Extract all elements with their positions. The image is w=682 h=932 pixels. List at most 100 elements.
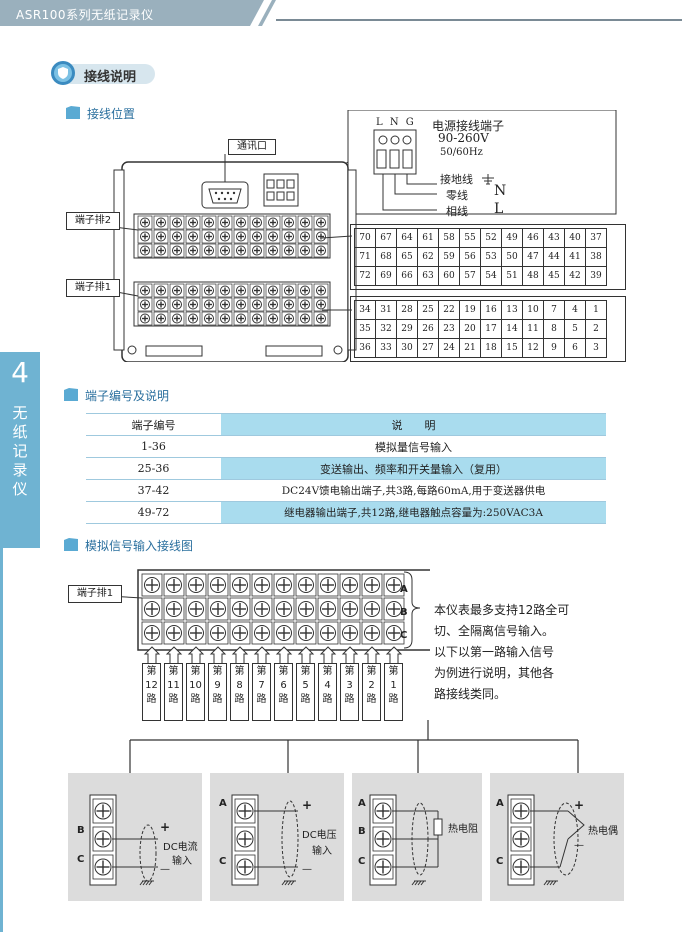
panel4-label1: 热电偶 bbox=[588, 826, 618, 837]
screw-terminal bbox=[316, 245, 326, 256]
header-terminal-id: 端子编号 bbox=[86, 413, 221, 436]
screw-terminal bbox=[144, 577, 160, 593]
panel2-plus: + bbox=[302, 798, 313, 812]
terminal-number: 23 bbox=[438, 319, 460, 339]
panel4-minus: — bbox=[574, 840, 584, 851]
terminal-id: 1-36 bbox=[86, 435, 221, 458]
terminal-number: 52 bbox=[480, 228, 502, 248]
terminal-desc: 变送输出、频率和开关量输入（复用） bbox=[221, 457, 606, 480]
screw-terminal bbox=[320, 601, 336, 617]
section-shield-icon bbox=[51, 61, 155, 85]
screw-terminal bbox=[268, 231, 278, 242]
terminal-number: 25 bbox=[417, 300, 439, 320]
terminal-number: 48 bbox=[522, 266, 544, 286]
terminal-number: 11 bbox=[522, 319, 544, 339]
screw-terminal bbox=[298, 625, 314, 641]
terminal-number: 71 bbox=[354, 247, 376, 267]
terminal-number: 1 bbox=[585, 300, 607, 320]
screw-terminal bbox=[236, 858, 254, 876]
terminal-number: 28 bbox=[396, 300, 418, 320]
screw-terminal bbox=[276, 625, 292, 641]
screw-terminal bbox=[252, 299, 262, 310]
up-arrow-icon bbox=[275, 646, 293, 664]
screw-terminal bbox=[144, 625, 160, 641]
screw-terminal bbox=[364, 601, 380, 617]
screw-terminal bbox=[374, 830, 392, 848]
panel2-minus: — bbox=[302, 864, 312, 875]
screw-terminal bbox=[298, 601, 314, 617]
folder-icon bbox=[64, 388, 78, 401]
up-arrow-icon bbox=[209, 646, 227, 664]
terminal-number: 37 bbox=[585, 228, 607, 248]
description-line: 以下以第一路输入信号 bbox=[434, 645, 555, 659]
screw-terminal bbox=[188, 625, 204, 641]
table-row: 1-36 模拟量信号输入 bbox=[86, 435, 606, 458]
screw-terminal bbox=[156, 231, 166, 242]
row-label-a: A bbox=[400, 584, 408, 595]
screw-terminal bbox=[220, 231, 230, 242]
screw-terminal bbox=[94, 802, 112, 820]
screw-terminal bbox=[268, 313, 278, 324]
panel-drawings bbox=[89, 794, 585, 886]
panel2-label1: DC电压 bbox=[302, 830, 337, 841]
screw-terminal bbox=[236, 217, 246, 228]
up-arrow-icon bbox=[143, 646, 161, 664]
terminal-number: 4 bbox=[564, 300, 586, 320]
screw-terminal bbox=[166, 625, 182, 641]
screw-terminal bbox=[236, 231, 246, 242]
panel-connector-lines bbox=[129, 720, 579, 774]
screw-terminal bbox=[156, 285, 166, 296]
terminal-number: 9 bbox=[543, 338, 565, 358]
screw-terminal bbox=[284, 217, 294, 228]
terminal-number: 65 bbox=[396, 247, 418, 267]
terminal-number: 34 bbox=[354, 300, 376, 320]
terminal-number: 57 bbox=[459, 266, 481, 286]
terminal-desc: 模拟量信号输入 bbox=[221, 435, 606, 458]
up-arrow-icon bbox=[363, 646, 381, 664]
terminal-number: 66 bbox=[396, 266, 418, 286]
terminal-number: 18 bbox=[480, 338, 502, 358]
live-label: 相线 bbox=[446, 205, 468, 218]
screw-terminal bbox=[386, 601, 402, 617]
terminal-number: 5 bbox=[564, 319, 586, 339]
terminal-number: 56 bbox=[459, 247, 481, 267]
screw-terminal bbox=[300, 231, 310, 242]
terminal-number: 43 bbox=[543, 228, 565, 248]
terminal-number: 24 bbox=[438, 338, 460, 358]
screw-terminal bbox=[188, 313, 198, 324]
panel2-pin-c: C bbox=[219, 856, 227, 867]
panel1-plus: + bbox=[160, 820, 171, 834]
channel-label-bottom: 路 bbox=[278, 694, 289, 705]
screw-terminal bbox=[316, 313, 326, 324]
terminal-number: 35 bbox=[354, 319, 376, 339]
screw-terminal bbox=[236, 285, 246, 296]
screw-terminal bbox=[236, 313, 246, 324]
terminal-number: 3 bbox=[585, 338, 607, 358]
terminal-number: 12 bbox=[522, 338, 544, 358]
screw-terminal bbox=[204, 313, 214, 324]
terminal-number: 15 bbox=[501, 338, 523, 358]
terminal-number: 46 bbox=[522, 228, 544, 248]
up-arrow-icon bbox=[253, 646, 271, 664]
screw-terminal bbox=[252, 217, 262, 228]
folder-icon bbox=[64, 538, 78, 551]
screw-terminal bbox=[172, 245, 182, 256]
wiring-position-title: 接线位置 bbox=[87, 107, 136, 121]
screw-terminal bbox=[284, 245, 294, 256]
screw-terminal bbox=[156, 299, 166, 310]
terminal-number: 54 bbox=[480, 266, 502, 286]
chapter-side-line bbox=[0, 548, 3, 932]
terminal-desc: DC24V馈电输出端子,共3路,每路60mA,用于变送器供电 bbox=[221, 479, 606, 502]
channel-label-top: 第 bbox=[168, 666, 179, 677]
terminal-number: 22 bbox=[438, 300, 460, 320]
screw-terminal bbox=[236, 802, 254, 820]
chapter-number: 4 bbox=[11, 356, 29, 389]
screw-terminal bbox=[172, 231, 182, 242]
screw-terminal bbox=[386, 625, 402, 641]
panel3-pin-b: B bbox=[358, 826, 366, 837]
